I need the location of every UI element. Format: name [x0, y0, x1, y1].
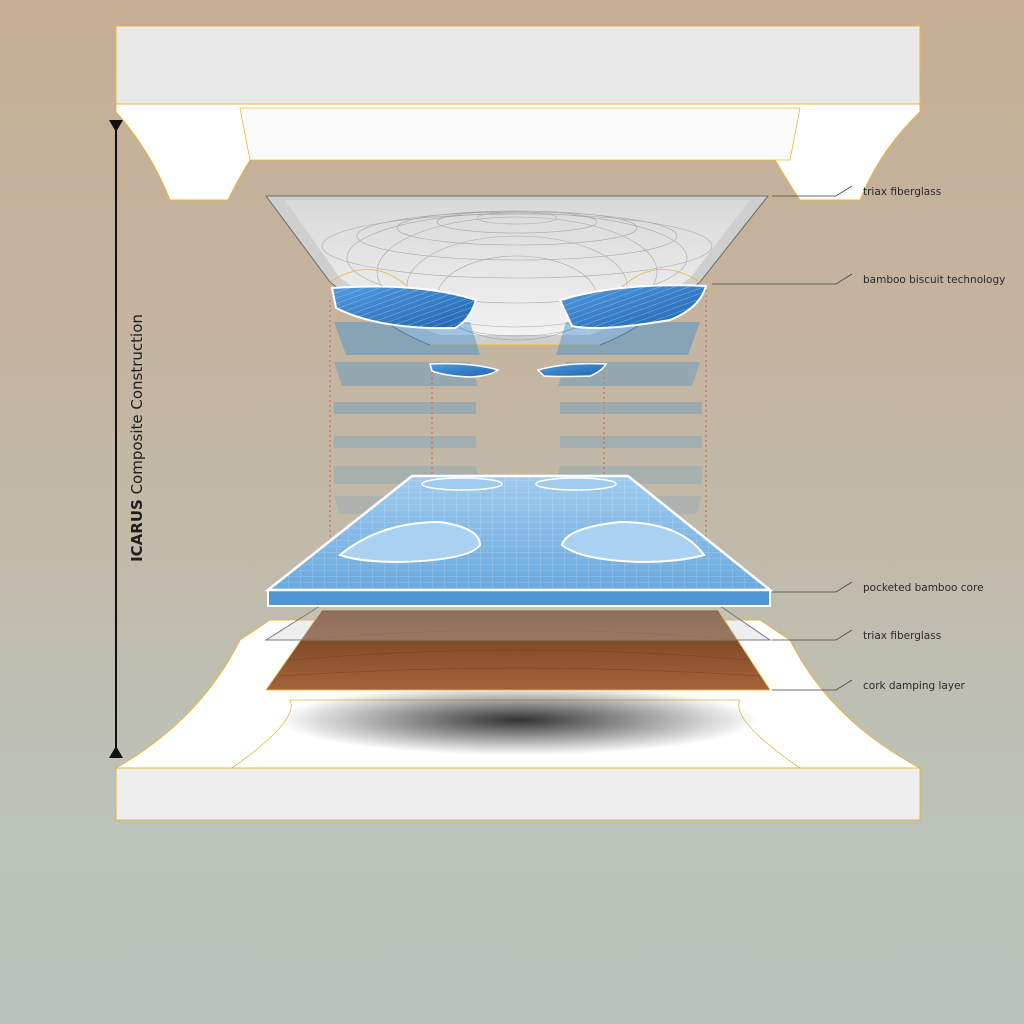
label-bamboo-biscuit: bamboo biscuit technology: [863, 274, 1006, 286]
top-press-block: [115, 25, 921, 201]
label-triax-fiberglass-top: triax fiberglass: [863, 186, 942, 198]
leader-lines: [712, 185, 853, 691]
bamboo-biscuits: [330, 284, 708, 378]
bottom-press-block: [114, 619, 921, 821]
label-triax-fiberglass-bottom: triax fiberglass: [863, 630, 942, 642]
title-brand: ICARUS: [128, 499, 146, 562]
cork-damping-layer: [265, 609, 771, 691]
label-cork-damping: cork damping layer: [863, 680, 965, 692]
diagram-title: ICARUS Composite Construction: [128, 314, 146, 562]
triax-fiberglass-bottom: [264, 605, 772, 641]
height-dimension: [109, 120, 123, 758]
pocketed-bamboo-core: [264, 474, 774, 607]
label-pocketed-bamboo-core: pocketed bamboo core: [863, 582, 984, 594]
title-rest: Composite Construction: [128, 314, 146, 500]
alignment-guides: [329, 290, 707, 548]
